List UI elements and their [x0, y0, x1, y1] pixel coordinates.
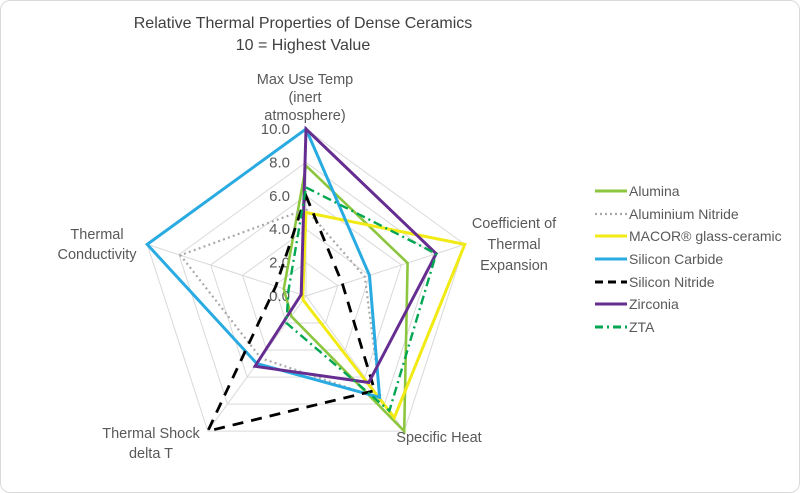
legend-line-sample-zta [595, 325, 627, 329]
legend-item-alumina: Alumina [595, 180, 782, 203]
legend-label-alumina: Alumina [629, 183, 680, 200]
legend-item-silicon-carbide: Silicon Carbide [595, 248, 782, 271]
axis-label-thermal-shock-delta-t-line1: Thermal Shock [102, 426, 200, 442]
series-line-zirconia [252, 125, 439, 385]
axis-label-specific-heat-line1: Specific Heat [396, 430, 481, 446]
legend-label-macor-glass-ceramic: MACOR® glass-ceramic [629, 228, 782, 245]
legend-item-macor-glass-ceramic: MACOR® glass-ceramic [595, 225, 782, 248]
legend-label-aluminium-nitride: Aluminium Nitride [629, 205, 739, 222]
axis-label-coefficient-of-thermal-expansion-line2: Thermal [487, 237, 540, 253]
chart-title-line2: 10 = Highest Value [235, 37, 371, 54]
axis-label-thermal-conductivity-line2: Conductivity [58, 247, 138, 263]
legend-line-sample-zirconia [595, 302, 627, 306]
axis-label-thermal-conductivity-line1: Thermal [70, 227, 123, 243]
legend-item-zirconia: Zirconia [595, 293, 782, 316]
legend-line-sample-alumina [595, 189, 627, 193]
legend-item-zta: ZTA [595, 316, 782, 339]
axis-label-max-use-temp-inert-atmosphere-line3: atmosphere) [264, 108, 345, 124]
legend-line-sample-aluminium-nitride [595, 212, 627, 215]
legend-line-sample-silicon-carbide [595, 257, 627, 261]
axis-label-coefficient-of-thermal-expansion-line1: Coefficient of [472, 216, 557, 232]
legend-item-aluminium-nitride: Aluminium Nitride [595, 203, 782, 226]
legend-line-sample-silicon-nitride [595, 280, 627, 284]
legend-item-silicon-nitride: Silicon Nitride [595, 270, 782, 293]
legend-line-sample-macor-glass-ceramic [595, 234, 627, 238]
axis-spoke-thermal-conductivity [147, 243, 307, 297]
axis-label-coefficient-of-thermal-expansion-line3: Expansion [480, 258, 548, 274]
axis-label-max-use-temp-inert-atmosphere-line1: Max Use Temp [257, 72, 353, 88]
series-line-alumina [282, 163, 409, 435]
grid-ring-2 [273, 261, 339, 324]
radial-tick-label-8.0: 8.0 [269, 154, 290, 171]
grid-ring-8 [178, 161, 434, 405]
radial-tick-label-10.0: 10.0 [261, 121, 290, 138]
chart-title: Relative Thermal Properties of Dense Cer… [1, 13, 605, 57]
axis-spoke-coefficient-of-thermal-expansion [305, 243, 465, 297]
radial-tick-label-6.0: 6.0 [269, 188, 290, 205]
chart-title-line1: Relative Thermal Properties of Dense Cer… [133, 15, 473, 32]
series-line-silicon-nitride [205, 191, 377, 434]
series-line-aluminium-nitride [178, 207, 382, 401]
legend-label-silicon-nitride: Silicon Nitride [629, 273, 715, 290]
axis-label-max-use-temp-inert-atmosphere-line2: (inert [288, 90, 321, 106]
legend-label-silicon-carbide: Silicon Carbide [629, 251, 724, 268]
legend-label-zirconia: Zirconia [629, 296, 679, 313]
legend-label-zta: ZTA [629, 318, 655, 335]
grid-ring-4 [241, 228, 371, 351]
series-line-silicon-carbide [144, 126, 382, 400]
radial-tick-label-4.0: 4.0 [269, 221, 290, 238]
series-line-zta [285, 185, 438, 413]
series-line-macor-glass-ceramic [301, 210, 467, 421]
radial-tick-label-2.0: 2.0 [269, 255, 290, 272]
axis-label-thermal-shock-delta-t-line2: delta T [129, 446, 173, 462]
